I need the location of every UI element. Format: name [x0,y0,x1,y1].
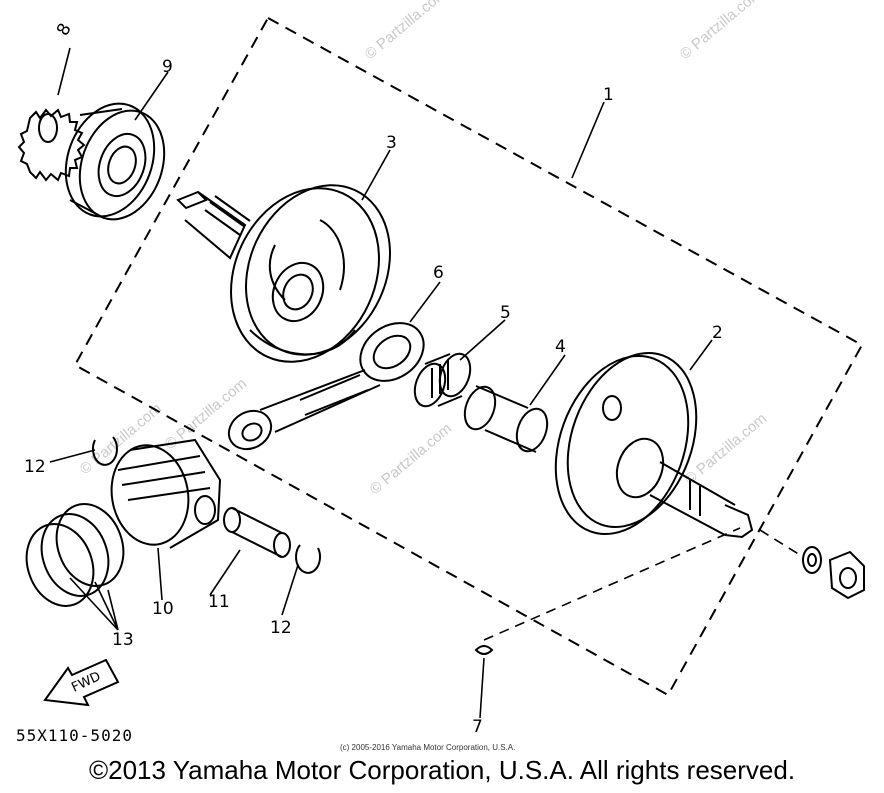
circlip-part-12[interactable] [91,436,322,574]
crank-half-left-part-3[interactable] [176,162,417,387]
connecting-rod-part-6[interactable] [222,311,435,456]
watermark-text: © Partzilla.com [677,0,765,63]
callouts: 1 2 3 4 5 6 7 8 9 10 11 12 12 13 [24,20,723,737]
washer-nut[interactable] [802,546,865,600]
small-copyright: (c) 2005-2016 Yamaha Motor Corporation, … [340,743,516,752]
callout-8: 8 [53,20,76,39]
callout-10: 10 [152,599,174,619]
watermark-text: © Partzilla.com [162,375,250,453]
assembly-boundary [73,16,864,697]
callout-3: 3 [386,133,397,153]
leader-lines [49,47,801,719]
callout-11: 11 [208,592,230,612]
fwd-arrow-icon: FWD [43,658,120,707]
piston-pin-part-11[interactable] [223,507,291,558]
callout-2: 2 [712,323,723,343]
bearing-part-9[interactable] [51,91,179,231]
callout-12-upper: 12 [24,457,46,477]
watermark-text: © Partzilla.com [367,420,455,498]
sprocket-part-8[interactable] [17,108,86,182]
crank-half-right-part-2[interactable] [532,335,754,553]
piston-rings-part-13[interactable] [16,495,135,616]
callout-7: 7 [472,717,483,737]
callout-6: 6 [433,263,444,283]
crank-pin-part-4[interactable] [459,383,552,456]
woodruff-key-part-7[interactable] [474,645,494,655]
callout-9: 9 [162,57,173,77]
watermark-text: © Partzilla.com [682,410,770,488]
callout-12-lower: 12 [270,618,292,638]
footer-copyright: ©2013 Yamaha Motor Corporation, U.S.A. A… [88,755,796,785]
drawing-number: 55X110-5020 [16,726,133,745]
callout-5: 5 [500,303,511,323]
callout-1: 1 [603,85,614,105]
piston-part-10[interactable] [104,438,222,551]
callout-4: 4 [555,337,566,357]
needle-bearing-part-5[interactable] [409,350,475,411]
callout-13: 13 [112,630,134,650]
watermark-text: © Partzilla.com [77,400,165,478]
watermarks: © Partzilla.com © Partzilla.com © Partzi… [77,0,770,498]
watermark-text: © Partzilla.com [362,0,450,63]
